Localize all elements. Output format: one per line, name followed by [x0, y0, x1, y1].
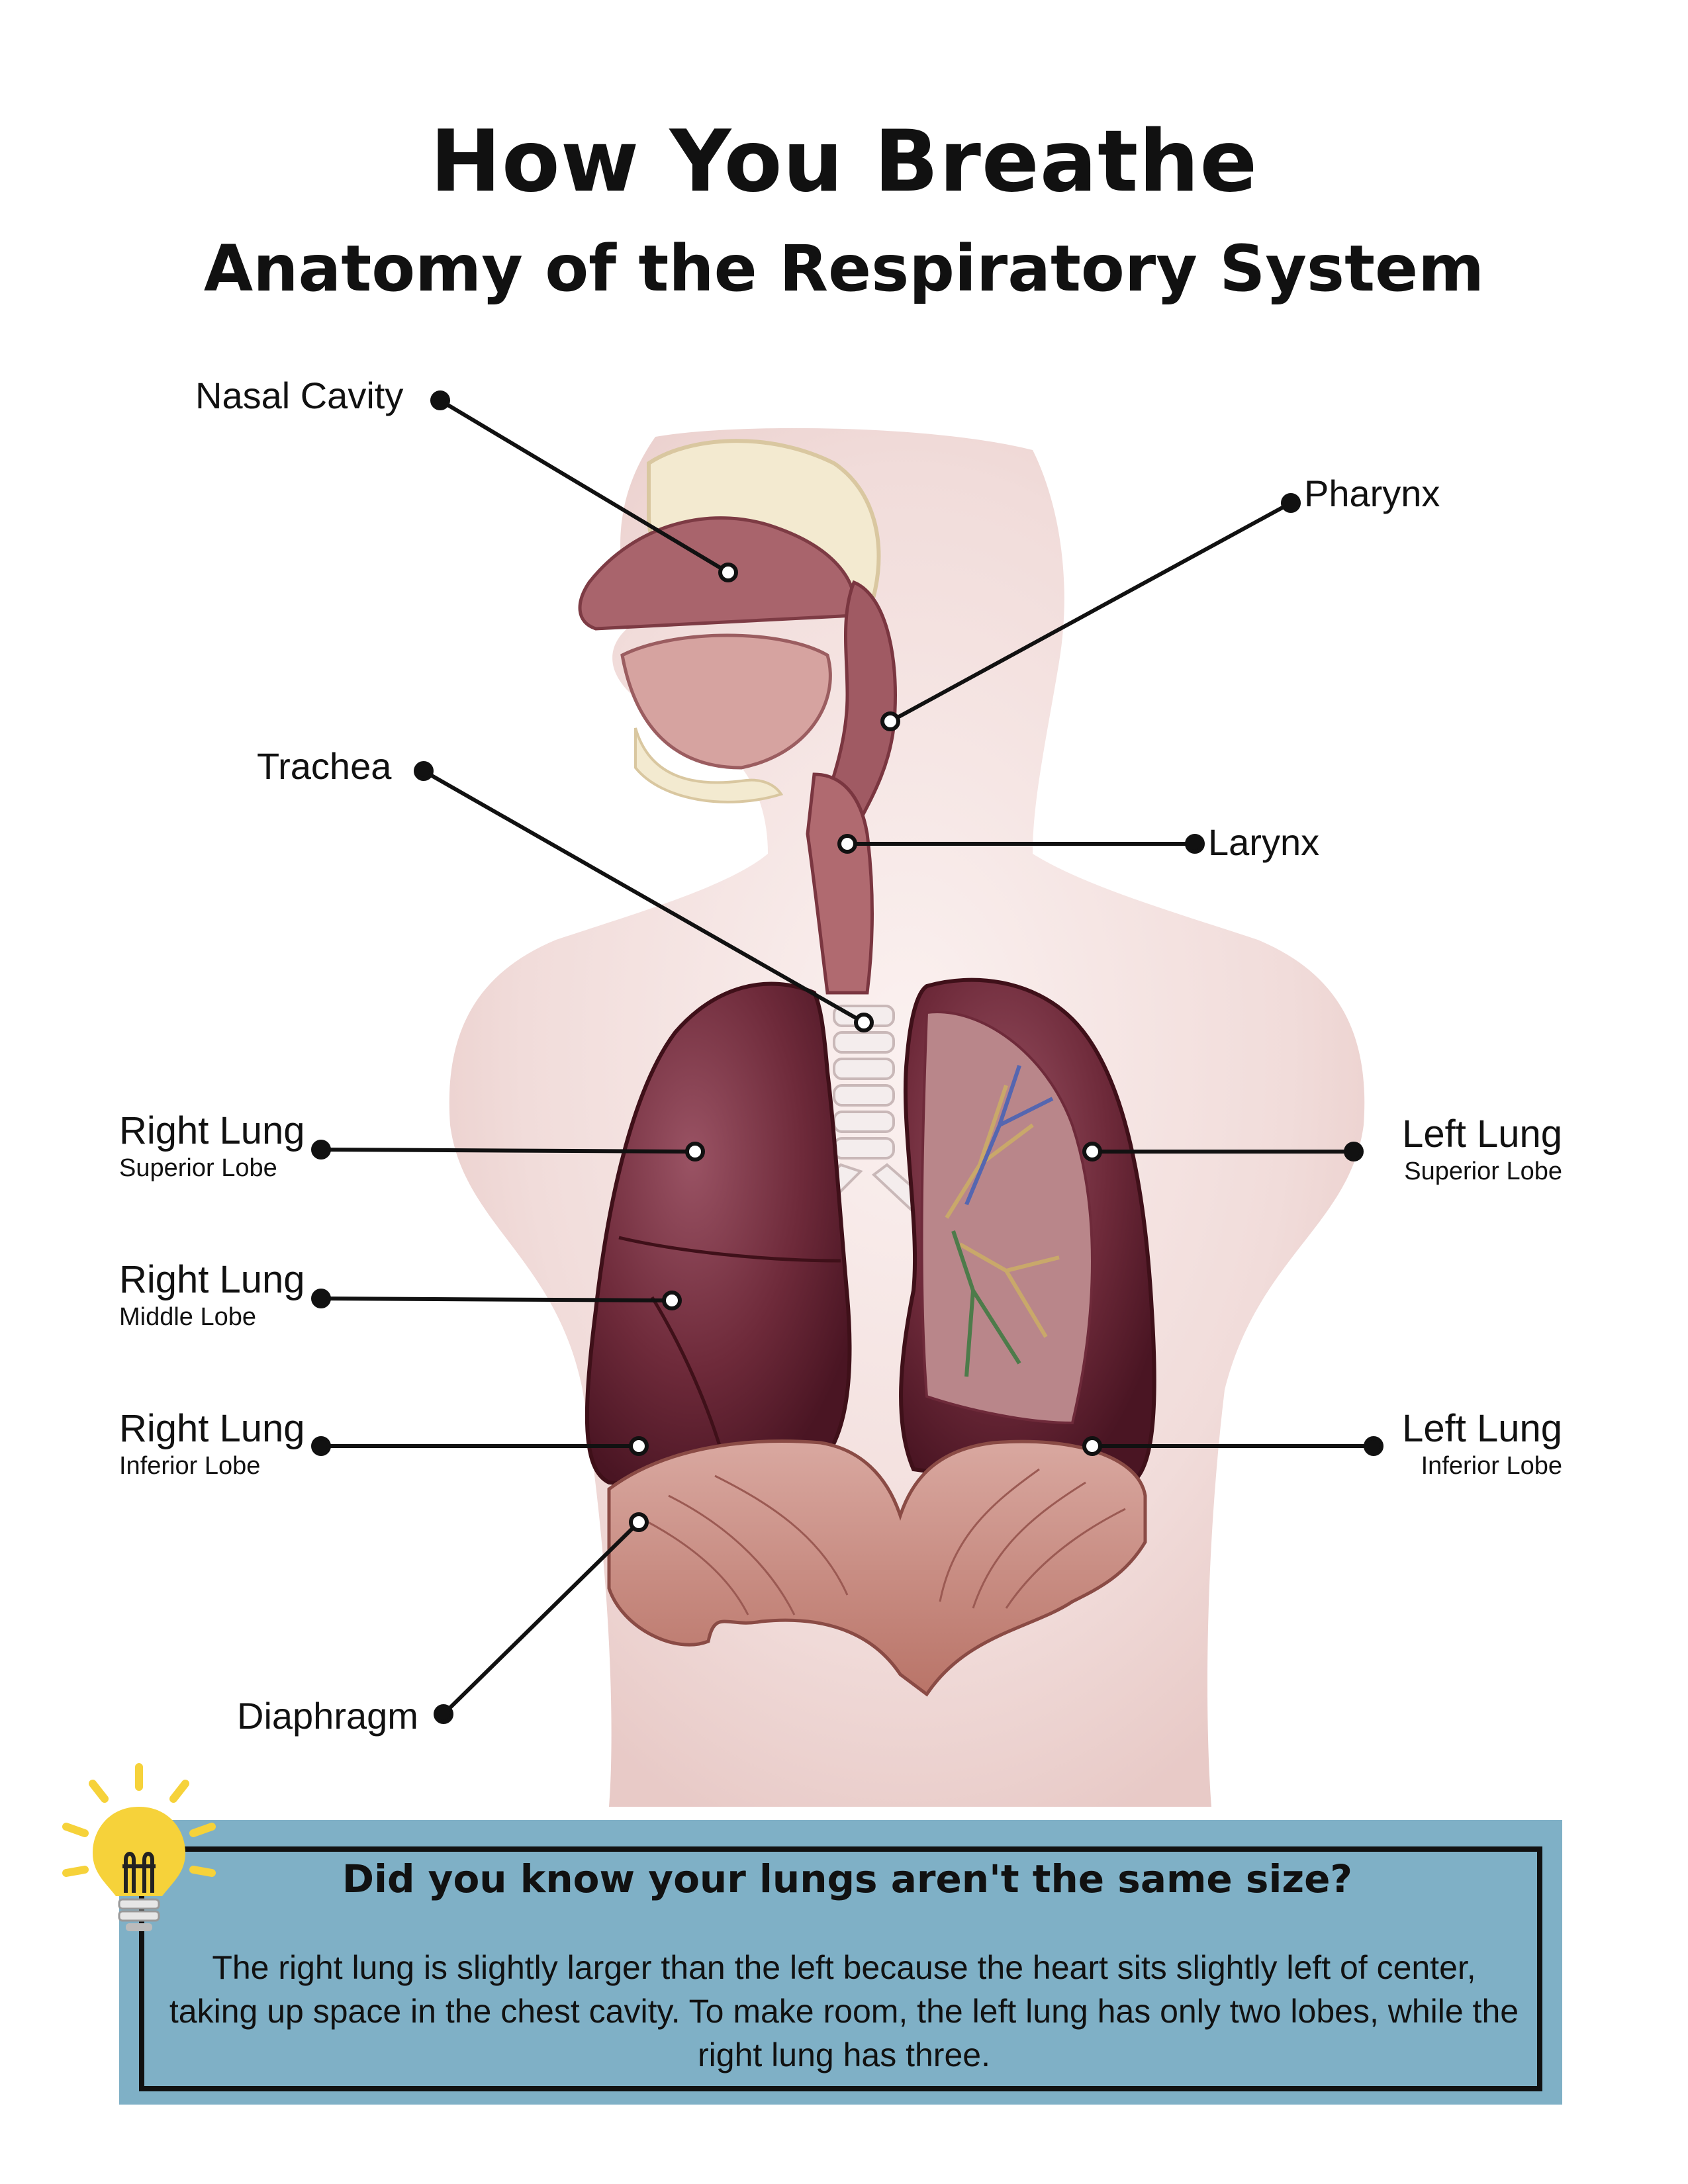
leader-right-lung-middle — [321, 1298, 672, 1300]
label-nasal-cavity: Nasal Cavity — [195, 377, 403, 414]
label-larynx: Larynx — [1208, 824, 1319, 861]
label-main: Right Lung — [119, 1410, 305, 1448]
label-diaphragm: Diaphragm — [237, 1698, 418, 1735]
label-trachea: Trachea — [257, 748, 391, 785]
label-sub: Superior Lobe — [1402, 1159, 1562, 1184]
label-sub: Superior Lobe — [119, 1156, 305, 1181]
fact-heading: Did you know your lungs aren't the same … — [238, 1856, 1456, 1901]
label-main: Right Lung — [119, 1261, 305, 1299]
label-pharynx: Pharynx — [1304, 475, 1440, 512]
label-sub: Inferior Lobe — [119, 1453, 305, 1479]
label-sub: Inferior Lobe — [1402, 1453, 1562, 1479]
label-right-lung-superior: Right Lung Superior Lobe — [119, 1112, 305, 1181]
label-main: Left Lung — [1402, 1410, 1562, 1448]
label-left-lung-superior: Left Lung Superior Lobe — [1402, 1115, 1562, 1184]
label-main: Left Lung — [1402, 1115, 1562, 1154]
label-left-lung-inferior: Left Lung Inferior Lobe — [1402, 1410, 1562, 1479]
lightbulb-icon — [53, 1760, 225, 1946]
label-main: Right Lung — [119, 1112, 305, 1150]
label-sub: Middle Lobe — [119, 1304, 305, 1330]
label-right-lung-inferior: Right Lung Inferior Lobe — [119, 1410, 305, 1479]
label-right-lung-middle: Right Lung Middle Lobe — [119, 1261, 305, 1330]
fact-body: The right lung is slightly larger than t… — [165, 1946, 1523, 2077]
leader-right-lung-superior — [321, 1150, 695, 1152]
